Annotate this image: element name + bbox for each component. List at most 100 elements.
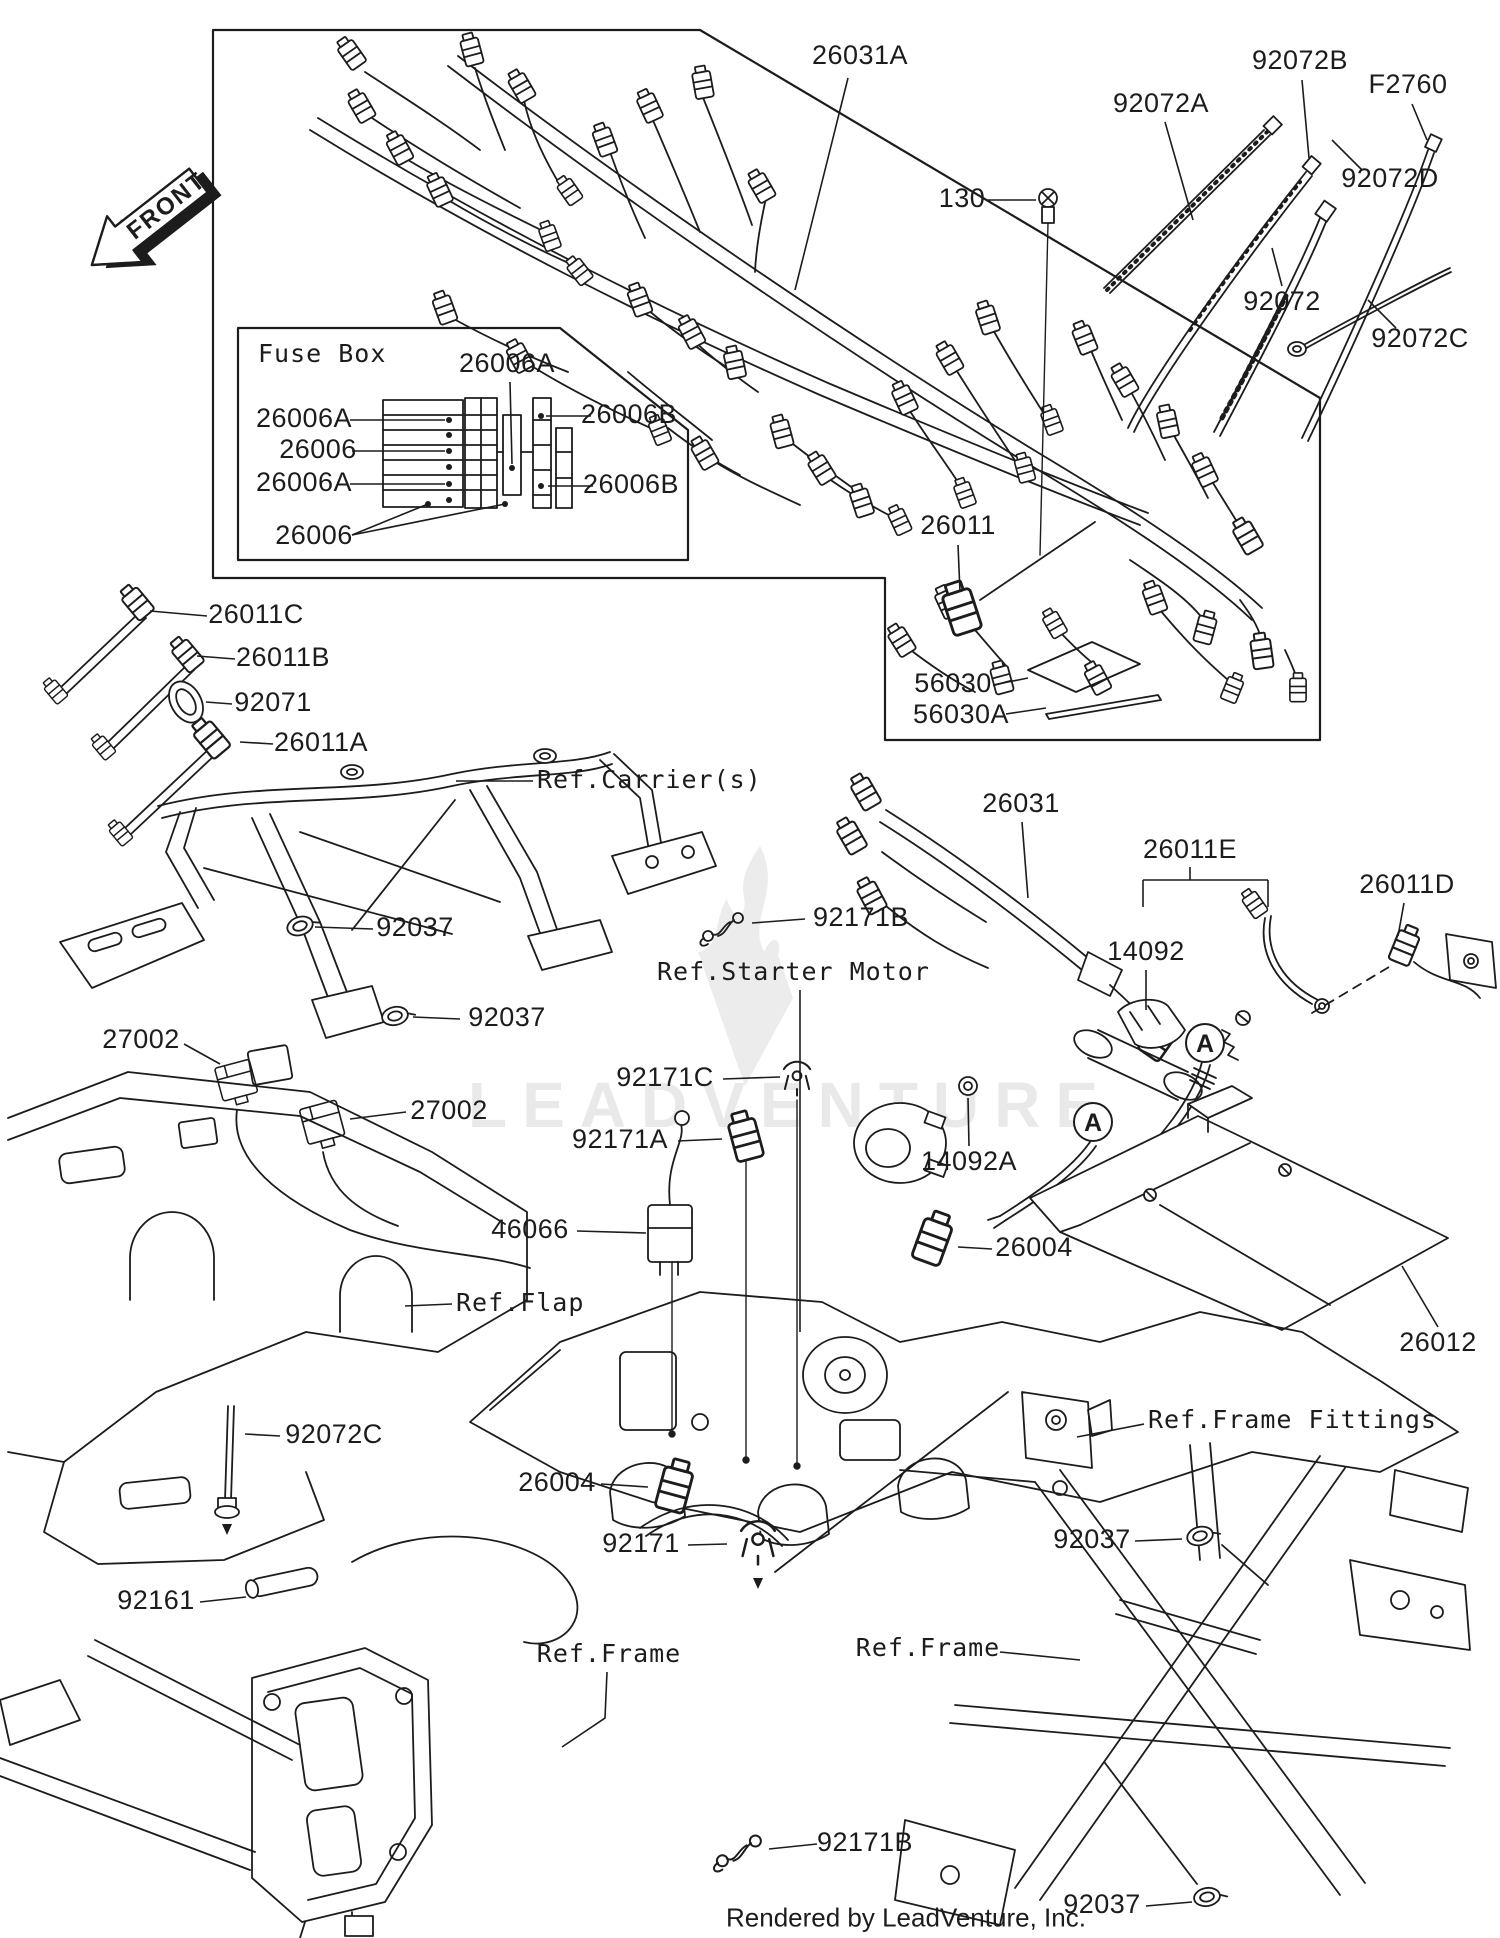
- leader-line-92072c: [244, 1433, 281, 1437]
- label-26004[interactable]: 26004: [995, 1231, 1073, 1262]
- label-92072d[interactable]: 92072D: [1341, 162, 1439, 193]
- leader-line-56030a: [1005, 707, 1047, 715]
- battery-cable-26011d-drawing: [1311, 921, 1497, 1014]
- label-46066[interactable]: 46066: [491, 1213, 569, 1244]
- bolt-130-drawing: [1038, 188, 1058, 556]
- label-ref-frame-fittings: Ref.Frame Fittings: [1148, 1405, 1437, 1435]
- label-26011d[interactable]: 26011D: [1359, 868, 1455, 899]
- label-92071[interactable]: 92071: [234, 686, 312, 717]
- label-14092a[interactable]: 14092A: [920, 1145, 1018, 1176]
- label-ref-flap: Ref.Flap: [456, 1288, 585, 1318]
- label-26006b[interactable]: 26006B: [582, 468, 680, 499]
- label-92072[interactable]: 92072: [1243, 285, 1321, 316]
- label-56030[interactable]: 56030: [914, 667, 992, 698]
- leader-line-46066: [576, 1230, 647, 1234]
- connector-26011-drawing: [937, 521, 1096, 638]
- label-92072c[interactable]: 92072C: [285, 1418, 383, 1449]
- label-92171b[interactable]: 92171B: [816, 1826, 914, 1857]
- leader-line-92161: [199, 1596, 247, 1603]
- label-92037[interactable]: 92037: [1053, 1523, 1131, 1554]
- label-26011a[interactable]: 26011A: [273, 726, 369, 757]
- label-26012[interactable]: 26012: [1399, 1326, 1477, 1357]
- sub-harness-26011c: [39, 580, 156, 706]
- label-92037[interactable]: 92037: [468, 1001, 546, 1032]
- starter-motor-area-parts: [699, 885, 1497, 1229]
- label-26006[interactable]: 26006: [275, 519, 353, 550]
- label-26006b[interactable]: 26006B: [580, 398, 678, 429]
- leader-line-ref-frame: [999, 1651, 1081, 1661]
- leader-line-92037: [1145, 1901, 1193, 1907]
- label-92072b[interactable]: 92072B: [1251, 44, 1349, 75]
- label-92171c[interactable]: 92171C: [616, 1061, 714, 1092]
- clip-92171-icon: [739, 1520, 777, 1589]
- label-f2760[interactable]: F2760: [1368, 68, 1448, 99]
- leader-line-27002: [183, 1043, 221, 1065]
- washer-14092a-drawing: [958, 1076, 978, 1096]
- leader-line-27002: [349, 1111, 407, 1120]
- label-56030a[interactable]: 56030A: [912, 698, 1010, 729]
- frame-fittings-tray-drawing: [469, 1207, 1459, 1589]
- leader-line-92037: [412, 1016, 461, 1020]
- leader-line-92072b: [1301, 79, 1310, 159]
- pin-92161-drawing: [244, 1566, 319, 1599]
- label-92072a[interactable]: 92072A: [1112, 87, 1210, 118]
- label-26011c[interactable]: 26011C: [208, 598, 304, 629]
- label-26011b[interactable]: 26011B: [235, 641, 331, 672]
- leadventure-flame-watermark: [698, 846, 793, 1086]
- label-26031[interactable]: 26031: [982, 787, 1060, 818]
- label-92161[interactable]: 92161: [117, 1584, 195, 1615]
- motor-end-cap-drawing: [853, 1102, 949, 1184]
- label-27002[interactable]: 27002: [410, 1094, 488, 1125]
- leader-line-92072: [1271, 247, 1283, 287]
- label-92037[interactable]: 92037: [1063, 1888, 1141, 1919]
- leader-line-26031a: [794, 77, 849, 291]
- label-26006[interactable]: 26006: [279, 433, 357, 464]
- main-wiring-harness-26031a: [309, 30, 1265, 621]
- leader-line-92171b: [768, 1843, 818, 1850]
- leader-line-26011b: [196, 655, 236, 660]
- boot-14092-drawing: [1117, 998, 1186, 1049]
- label-92037[interactable]: 92037: [376, 911, 454, 942]
- svg-text:A: A: [1084, 1109, 1102, 1137]
- leadventure-watermark-text: LEADVENTURE: [468, 1069, 1114, 1141]
- harness-guide-wires: [351, 1504, 789, 1645]
- sub-harness-26031-drawing: [831, 769, 1185, 1064]
- carrier-frame-drawing: [59, 748, 717, 1039]
- label-ref-carrier-s: Ref.Carrier(s): [537, 765, 762, 795]
- cable-ties-and-fasteners: [1038, 115, 1452, 556]
- label-26011[interactable]: 26011: [920, 509, 996, 540]
- frame-fitting-bracket: [1021, 1391, 1113, 1469]
- label-26006a[interactable]: 26006A: [458, 347, 556, 378]
- battery-26012-drawing: [1029, 1085, 1449, 1331]
- leader-line-ref-frame-fittings: [1076, 1423, 1145, 1438]
- leader-drop-lines: [668, 1099, 801, 1470]
- tie-strap-92072c-drawing: [1287, 267, 1452, 357]
- cable-tie-92072b-drawing: [1127, 155, 1322, 433]
- label-14092[interactable]: 14092: [1107, 935, 1185, 966]
- label-92072c[interactable]: 92072C: [1371, 322, 1469, 353]
- frame-bottom-left-drawing: [0, 1639, 433, 1938]
- label-27002[interactable]: 27002: [102, 1023, 180, 1054]
- label-92171a[interactable]: 92171A: [571, 1123, 669, 1154]
- leader-line-26006: [351, 503, 429, 536]
- leader-line-26006: [351, 503, 506, 536]
- label-130[interactable]: 130: [938, 182, 986, 213]
- label-26011e[interactable]: 26011E: [1142, 833, 1238, 864]
- label-26004[interactable]: 26004: [518, 1466, 596, 1497]
- fuse-holder-46066-drawing: [647, 1110, 693, 1276]
- label-26031a[interactable]: 26031A: [811, 39, 909, 70]
- fuse-box-inset: [236, 326, 690, 562]
- label-ref-starter-motor: Ref.Starter Motor: [657, 957, 930, 987]
- front-direction-arrow: FRONT: [90, 167, 222, 269]
- label-26006a[interactable]: 26006A: [255, 402, 353, 433]
- label-92171[interactable]: 92171: [602, 1527, 680, 1558]
- detail-marker-a: A: [1073, 1102, 1113, 1142]
- label-92171b[interactable]: 92171B: [812, 901, 910, 932]
- leader-line-92071: [205, 701, 233, 705]
- leader-line-f2760: [1411, 103, 1428, 141]
- label-fuse-box: Fuse Box: [258, 339, 387, 369]
- flap-panel-drawing: [7, 1044, 528, 1565]
- label-26006a[interactable]: 26006A: [255, 466, 353, 497]
- leader-line-26004: [600, 1483, 649, 1488]
